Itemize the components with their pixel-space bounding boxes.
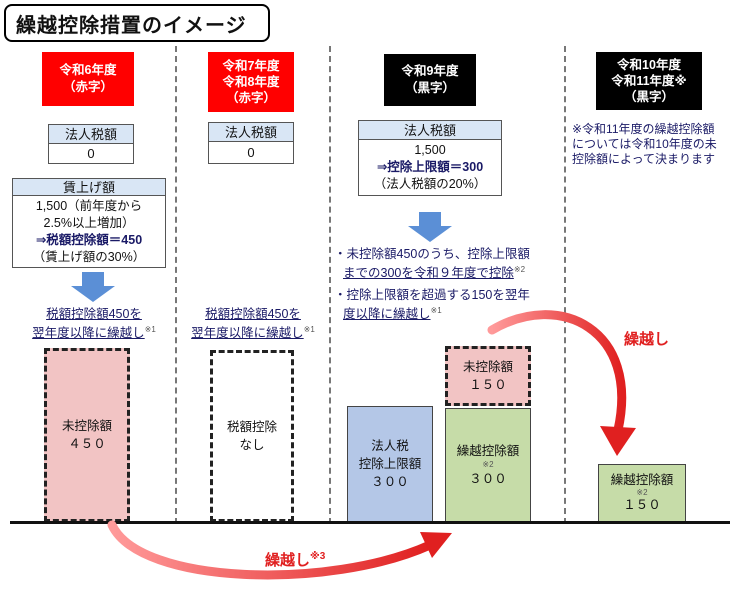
tax-label: 法人税額 [208, 122, 294, 142]
header-line: （赤字） [225, 91, 276, 105]
bar-value: ３００ [469, 472, 507, 486]
header-line: （黒字） [404, 81, 455, 95]
wage-detail: 1,500（前年度から 2.5%以上増加） ⇒税額控除額＝450 （賃上げ額の3… [12, 196, 166, 268]
down-arrow-icon [408, 212, 452, 242]
column-divider [564, 46, 566, 524]
year-header-r10-r11: 令和10年度 令和11年度※ （黒字） [596, 52, 702, 110]
tax-value: 0 [208, 142, 294, 164]
wage-line: 2.5%以上増加） [43, 216, 135, 230]
bar-value: １５０ [623, 498, 661, 512]
note-line: 翌年度以降に繰越し※1 [32, 325, 156, 341]
header-line: 令和11年度※ [611, 74, 687, 88]
footnote-mark: ※1 [144, 325, 156, 334]
year-header-r7-r8: 令和7年度 令和8年度 （赤字） [208, 52, 294, 112]
note-line: 税額控除額450を [46, 307, 142, 321]
wage-line: （賃上げ額の30%） [32, 250, 146, 264]
note-line: 控除額によって決まります [572, 152, 716, 166]
tax-limit-bar: 法人税 控除上限額 ３００ [347, 406, 433, 522]
footnote-mark: ※2 [513, 265, 526, 274]
tax-limit-line: ⇒控除上限額＝300 [376, 160, 484, 174]
footnote-mark: ※1 [430, 306, 442, 316]
bullet-line: ・控除上限額を超過する150を翌年 [334, 288, 530, 303]
header-line: （黒字） [623, 90, 674, 104]
bar-label: 税額控除 [226, 420, 277, 434]
tax-line: （法人税額の20%） [373, 177, 487, 191]
bar-value: ３００ [371, 475, 409, 489]
year-header-r6: 令和6年度 （赤字） [42, 52, 134, 106]
header-line: 令和6年度 [59, 63, 117, 77]
carryover-credit-bar: 繰越控除額 ※2 １５０ [598, 464, 686, 522]
footnote-mark: ※3 [310, 551, 326, 562]
footnote-mark: ※2 [482, 460, 494, 469]
carry-label-bottom: 繰越し※3 [265, 551, 326, 569]
bullet-note: ・未控除額450のうち、控除上限額 までの300を令和９年度で控除※2 ・控除上… [334, 246, 564, 322]
note-line: ※令和11年度の繰越控除額 [572, 122, 715, 136]
note-line: 翌年度以降に繰越し※1 [191, 325, 315, 341]
unused-credit-bar: 未控除額 ４５０ [44, 348, 130, 522]
header-line: 令和9年度 [401, 64, 459, 78]
header-line: 令和10年度 [617, 58, 681, 72]
note-line: 税額控除額450を [205, 307, 301, 321]
header-line: 令和8年度 [222, 75, 280, 89]
down-arrow-icon [71, 272, 115, 302]
footnote-text: ※令和11年度の繰越控除額 については令和10年度の未 控除額によって決まります [572, 122, 736, 167]
header-line: 令和7年度 [222, 59, 280, 73]
bullet-line: までの300を令和９年度で控除※2 [343, 265, 526, 281]
wage-line: 1,500（前年度から [35, 199, 143, 213]
bar-label: 未控除額 [462, 360, 513, 374]
wage-credit-line: ⇒税額控除額＝450 [35, 233, 143, 247]
carryover-credit-bar: 繰越控除額 ※2 ３００ [445, 408, 531, 522]
tax-label: 法人税額 [48, 124, 134, 144]
footnote-mark: ※1 [303, 325, 315, 334]
carry-note: 税額控除額450を 翌年度以降に繰越し※1 [14, 306, 174, 341]
unused-credit-bar: 未控除額 １５０ [445, 346, 531, 406]
year-header-r9: 令和9年度 （黒字） [384, 54, 476, 106]
bar-label: 繰越控除額 [456, 444, 520, 458]
wage-label: 賃上げ額 [12, 178, 166, 196]
carry-note: 税額控除額450を 翌年度以降に繰越し※1 [178, 306, 328, 341]
bar-label: 未控除額 [61, 419, 112, 433]
bullet-line: ・未控除額450のうち、控除上限額 [334, 247, 530, 261]
page-title: 繰越控除措置のイメージ [4, 4, 270, 42]
baseline [10, 521, 730, 524]
footnote-mark: ※2 [636, 488, 648, 497]
note-line: については令和10年度の未 [572, 137, 717, 151]
bar-label: 控除上限額 [358, 457, 422, 471]
no-credit-bar: 税額控除 なし [210, 350, 294, 522]
bar-label: なし [239, 438, 265, 452]
bar-label: 法人税 [371, 439, 409, 453]
column-divider [329, 46, 331, 524]
tax-label: 法人税額 [358, 120, 502, 140]
bar-value: ４５０ [68, 437, 106, 451]
bar-label: 繰越控除額 [610, 473, 674, 487]
tax-value: 0 [48, 144, 134, 164]
header-line: （赤字） [62, 80, 113, 94]
column-divider [175, 46, 177, 524]
bar-value: １５０ [469, 378, 507, 392]
carry-label-top: 繰越し [624, 331, 670, 348]
bullet-line: 度以降に繰越し※1 [343, 306, 442, 322]
tax-line: 1,500 [414, 143, 446, 157]
tax-detail: 1,500 ⇒控除上限額＝300 （法人税額の20%） [358, 140, 502, 196]
